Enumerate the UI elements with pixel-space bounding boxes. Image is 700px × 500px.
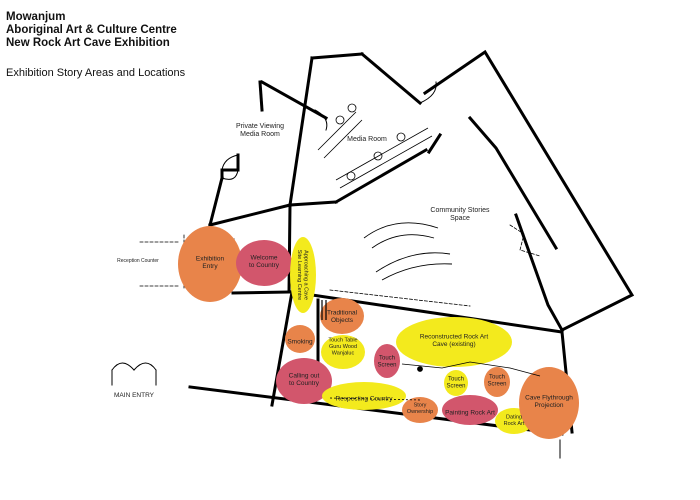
- area-cave-flythrough[interactable]: [519, 367, 579, 439]
- label-reconstructed-cave-line: Reconstructed Rock Art: [420, 333, 488, 340]
- area-touch-screen-3[interactable]: [484, 367, 510, 397]
- label-touch-screen-3-line: Touch: [489, 375, 505, 381]
- area-welcome-to-country[interactable]: [236, 240, 292, 286]
- label-approaching-cave-line: Approaching a Cave: [302, 250, 308, 300]
- label-respecting-country: Respecting Country: [335, 395, 393, 402]
- label-touch-screen-1-line: Touch: [379, 356, 395, 362]
- label-touch-screen-2-line: Touch: [448, 377, 464, 383]
- label-exhibition-entry-line: Entry: [202, 263, 218, 270]
- label-community: Community Stories: [430, 207, 490, 214]
- subtitle: Exhibition Story Areas and Locations: [6, 67, 186, 79]
- label-welcome-to-country-line: to Country: [249, 262, 280, 269]
- room-labels: Private Viewing Media Room Media Room Co…: [114, 123, 490, 399]
- label-media-room: Media Room: [347, 136, 387, 143]
- area-smoking[interactable]: [285, 325, 315, 353]
- label-painting-rock-art: Painting Rock Art: [445, 409, 495, 416]
- walls: [111, 49, 635, 459]
- label-dating-rock-art-line: Dating: [506, 415, 522, 421]
- label-community-2: Space: [450, 215, 470, 222]
- area-traditional-objects[interactable]: [320, 298, 364, 334]
- cave-outline: [321, 300, 541, 401]
- label-calling-out-line: Calling out: [289, 372, 320, 379]
- label-private-viewing-2: Media Room: [240, 131, 280, 138]
- label-respecting-country-line: Respecting Country: [335, 395, 393, 402]
- label-dating-rock-art-line: Rock Art: [504, 421, 525, 427]
- label-touch-table-line: Wanjaluc: [332, 351, 355, 357]
- area-painting-rock-art[interactable]: [442, 395, 498, 425]
- label-cave-flythrough-line: Projection: [535, 402, 564, 409]
- label-touch-screen-1-line: Screen: [377, 363, 396, 369]
- label-story-ownership-line: Ownership: [407, 409, 433, 415]
- area-approaching-cave[interactable]: [290, 237, 316, 313]
- label-painting-rock-art-line: Painting Rock Art: [445, 409, 495, 416]
- area-story-ownership[interactable]: [402, 397, 438, 423]
- area-touch-screen-1[interactable]: [374, 344, 400, 378]
- label-reception: Reception Counter: [117, 258, 159, 264]
- area-respecting-country[interactable]: [322, 382, 406, 410]
- area-calling-out[interactable]: [276, 358, 332, 404]
- label-touch-screen-2-line: Screen: [446, 384, 465, 390]
- label-traditional-objects-line: Objects: [331, 317, 354, 324]
- title-line-1: Mowanjum: [6, 11, 66, 23]
- label-welcome-to-country-line: Welcome: [251, 254, 278, 261]
- label-touch-table-line: Guru Wood: [329, 344, 357, 350]
- label-traditional-objects-line: Traditional: [327, 309, 358, 316]
- area-touch-table[interactable]: [321, 335, 365, 369]
- label-story-ownership-line: Story: [414, 403, 427, 409]
- area-reconstructed-cave[interactable]: [396, 317, 512, 367]
- label-exhibition-entry-line: Exhibition: [196, 255, 225, 262]
- label-reconstructed-cave-line: Cave (existing): [432, 341, 475, 348]
- label-main-entry: MAIN ENTRY: [114, 392, 155, 399]
- title-line-3: New Rock Art Cave Exhibition: [6, 37, 170, 49]
- label-calling-out-line: to Country: [289, 380, 320, 387]
- label-touch-screen-3-line: Screen: [487, 382, 506, 388]
- label-approaching-cave: Approaching a CaveSite Learning Centre: [296, 250, 309, 300]
- label-private-viewing: Private Viewing: [236, 123, 284, 130]
- label-cave-flythrough-line: Cave Flythrough: [525, 394, 573, 401]
- label-smoking-line: Smoking: [287, 338, 313, 345]
- community-seating: [363, 222, 453, 281]
- area-exhibition-entry[interactable]: [178, 226, 242, 302]
- label-approaching-cave-line: Site Learning Centre: [296, 250, 302, 300]
- title-block: Mowanjum Aboriginal Art & Culture Centre…: [6, 11, 177, 50]
- story-areas: [178, 226, 579, 439]
- area-touch-screen-2[interactable]: [444, 370, 468, 396]
- title-line-2: Aboriginal Art & Culture Centre: [6, 24, 177, 36]
- label-smoking: Smoking: [287, 338, 313, 345]
- media-desks: [317, 103, 433, 189]
- label-touch-table-line: Touch Table: [328, 337, 357, 343]
